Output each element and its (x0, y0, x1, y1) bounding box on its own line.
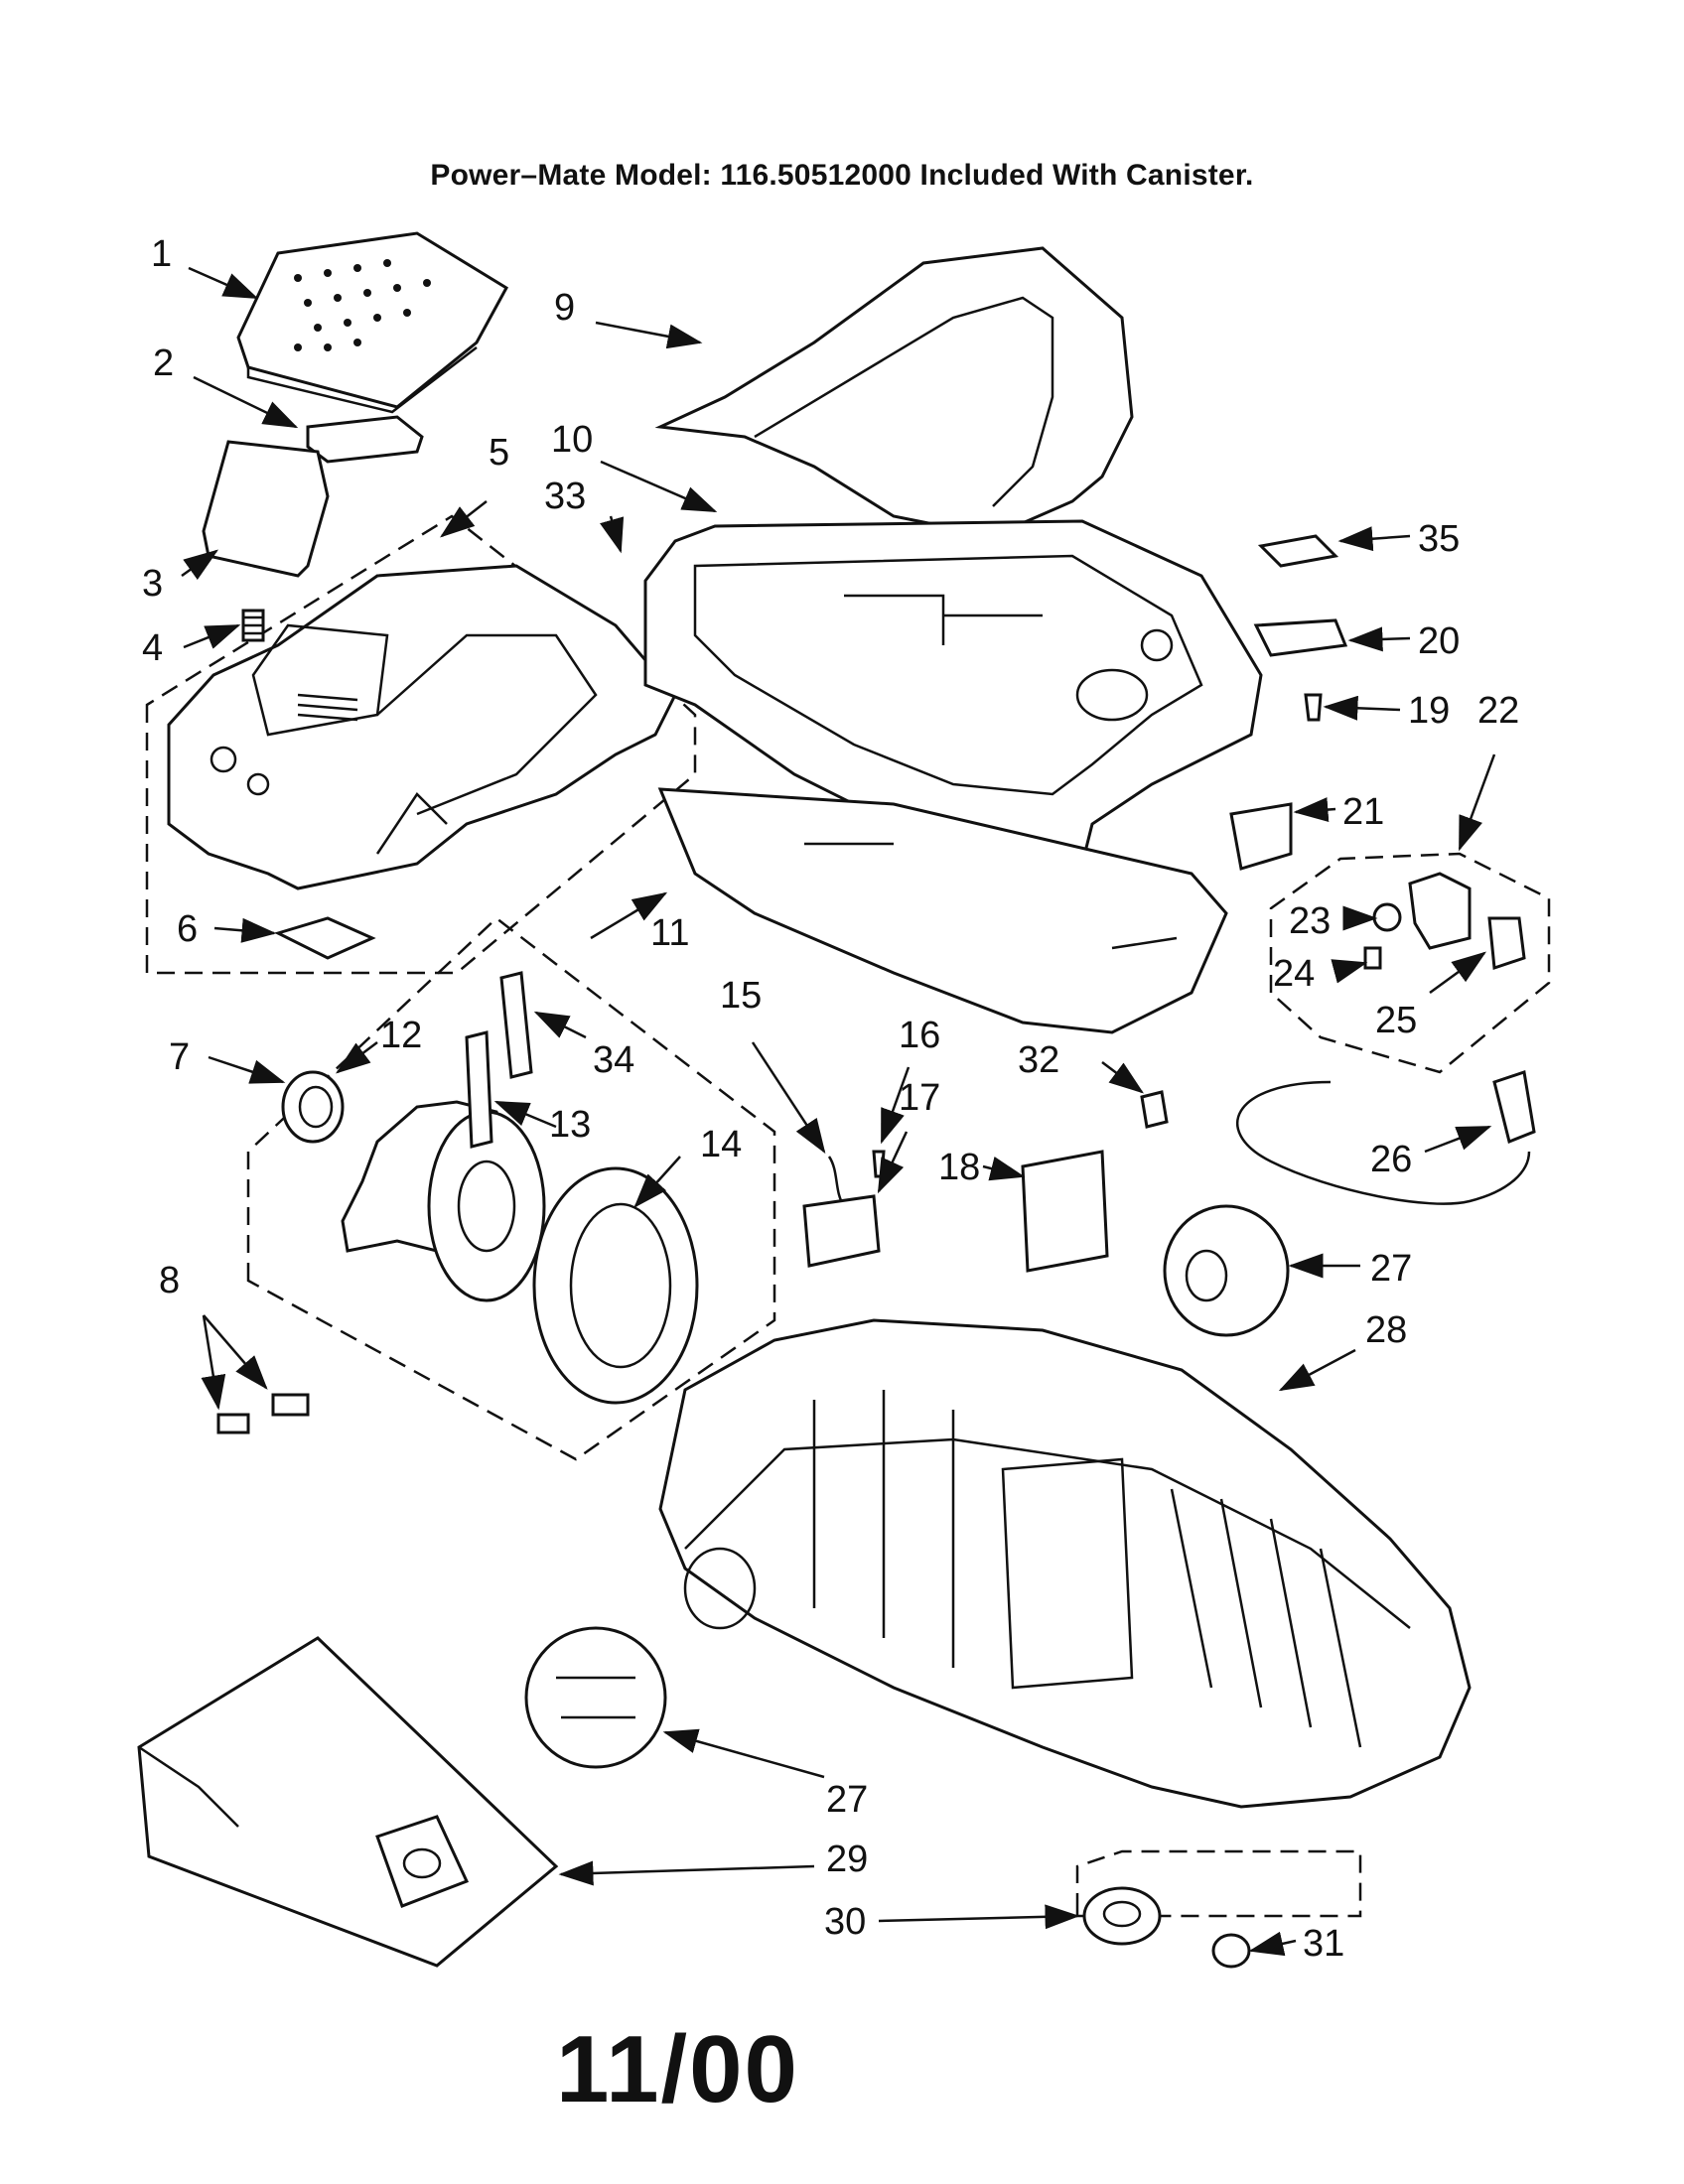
callout-30: 30 (824, 1901, 866, 1943)
part-4-spring (241, 609, 265, 642)
part-32-grommet (1140, 1090, 1169, 1129)
callout-12: 12 (380, 1015, 422, 1056)
callout-27-wheel: 27 (1370, 1248, 1412, 1290)
callout-3: 3 (142, 563, 163, 605)
callout-19: 19 (1408, 690, 1450, 732)
part-5-top-housing (167, 564, 677, 890)
callout-26: 26 (1370, 1139, 1412, 1180)
part-11-base-plate (657, 787, 1228, 1034)
callout-22: 22 (1477, 690, 1519, 732)
callout-28: 28 (1365, 1309, 1407, 1351)
group-outline-5 (145, 514, 697, 975)
part-16-screw (872, 1150, 886, 1178)
callout-7: 7 (169, 1036, 190, 1078)
callout-35: 35 (1418, 518, 1460, 560)
part-20-bracket (1253, 618, 1348, 657)
callout-8: 8 (159, 1260, 180, 1301)
part-2-filter-pad (306, 415, 424, 464)
part-23-bushing (1372, 902, 1402, 932)
callout-24: 24 (1273, 953, 1315, 995)
part-28-canister-body (658, 1318, 1472, 1809)
part-34-foam-strip (465, 971, 533, 1149)
callout-14: 14 (700, 1124, 742, 1165)
part-17-capacitor (802, 1194, 881, 1268)
part-15-wire (827, 1156, 846, 1207)
part-12-motor-seal (281, 1070, 345, 1144)
callout-23: 23 (1289, 900, 1331, 942)
part-27-hubcap (524, 1626, 667, 1769)
part-3-door (202, 440, 330, 578)
part-35-screen (1257, 534, 1339, 568)
callout-20: 20 (1418, 620, 1460, 662)
part-31-bearing (1211, 1933, 1251, 1969)
callout-1: 1 (151, 233, 172, 275)
callout-21: 21 (1342, 791, 1384, 833)
part-25-switch-assembly (1408, 872, 1526, 971)
callout-5: 5 (489, 432, 509, 474)
callout-25: 25 (1375, 1000, 1417, 1041)
callout-15: 15 (720, 975, 762, 1017)
group-outline-22 (1269, 852, 1551, 1074)
callout-29: 29 (826, 1839, 868, 1880)
callout-6: 6 (177, 908, 198, 950)
part-24-spring (1363, 946, 1382, 970)
callout-31: 31 (1303, 1923, 1344, 1965)
part-14-motor-gasket (532, 1166, 699, 1405)
part-6-pad (273, 916, 376, 960)
callout-9: 9 (554, 287, 575, 329)
part-19-screw (1304, 693, 1323, 722)
part-13-motor (341, 1100, 546, 1302)
part-9-top-cover (654, 246, 1134, 538)
group-outline-7 (246, 916, 776, 1461)
part-21-clip (1229, 802, 1293, 871)
callout-11: 11 (650, 912, 689, 954)
callout-32: 32 (1018, 1039, 1059, 1081)
callout-33: 33 (544, 476, 586, 517)
part-8-connectors (216, 1393, 310, 1434)
part-18-filter-pad (1021, 1150, 1109, 1273)
part-27-wheel (1163, 1204, 1290, 1337)
part-26-power-cord (1236, 1070, 1536, 1205)
part-10-upper-body (643, 519, 1263, 876)
diagram-title: Power–Mate Model: 116.50512000 Included … (430, 159, 1254, 192)
callout-13: 13 (549, 1104, 591, 1146)
callout-10: 10 (551, 419, 593, 461)
part-30-swivel (1082, 1886, 1162, 1946)
callout-4: 4 (142, 627, 163, 669)
callout-16: 16 (899, 1015, 940, 1056)
part-1-filter-cover (236, 231, 509, 414)
part-29-dust-bag (137, 1636, 559, 1968)
callout-2: 2 (153, 342, 174, 384)
callout-34: 34 (593, 1039, 634, 1081)
date-code: 11/00 (556, 2016, 799, 2122)
callout-17: 17 (899, 1077, 940, 1119)
callout-18: 18 (938, 1147, 980, 1188)
callout-27-hubcap: 27 (826, 1779, 868, 1821)
